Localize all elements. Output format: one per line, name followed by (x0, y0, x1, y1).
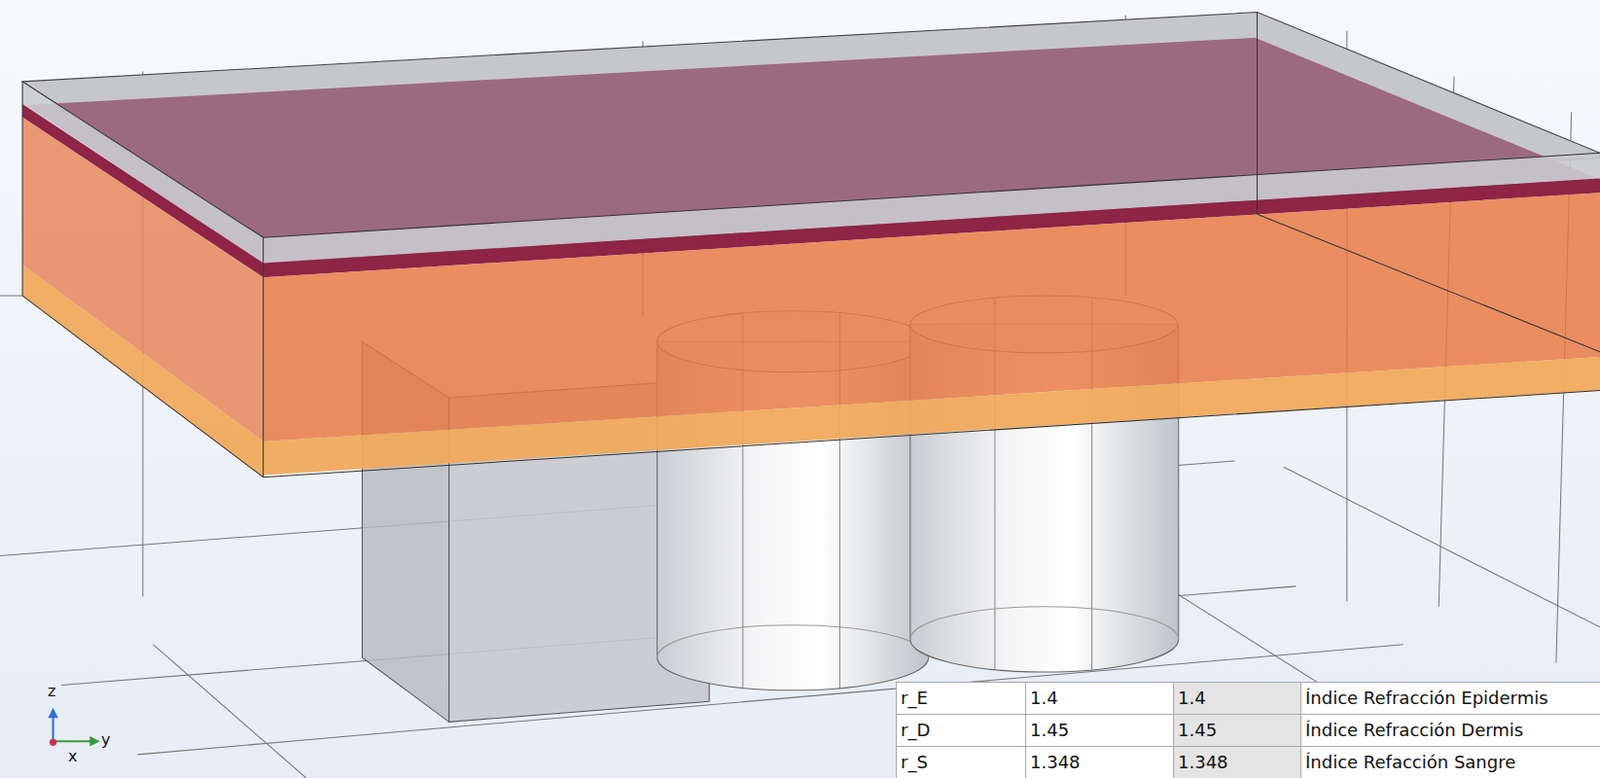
expression-value: 1.45 (1025, 713, 1174, 747)
parameter-name: r_D (895, 713, 1027, 747)
axis-label: z (47, 683, 56, 700)
axis-label: y (101, 732, 110, 748)
parameter-description: Índice Refracción Dermis (1300, 713, 1600, 747)
parameter-description: Índice Refracción Epidermis (1300, 681, 1600, 715)
computed-value: 1.348 (1173, 746, 1302, 778)
expression-value: 1.4 (1025, 681, 1174, 715)
expression-value: 1.348 (1025, 746, 1174, 778)
axis-label: x (68, 748, 77, 765)
parameter-name: r_E (895, 681, 1027, 715)
computed-value: 1.4 (1173, 681, 1302, 715)
computed-value: 1.45 (1173, 713, 1302, 747)
parameter-description: Índice Refacción Sangre (1300, 746, 1600, 778)
parameter-name: r_S (895, 746, 1027, 778)
